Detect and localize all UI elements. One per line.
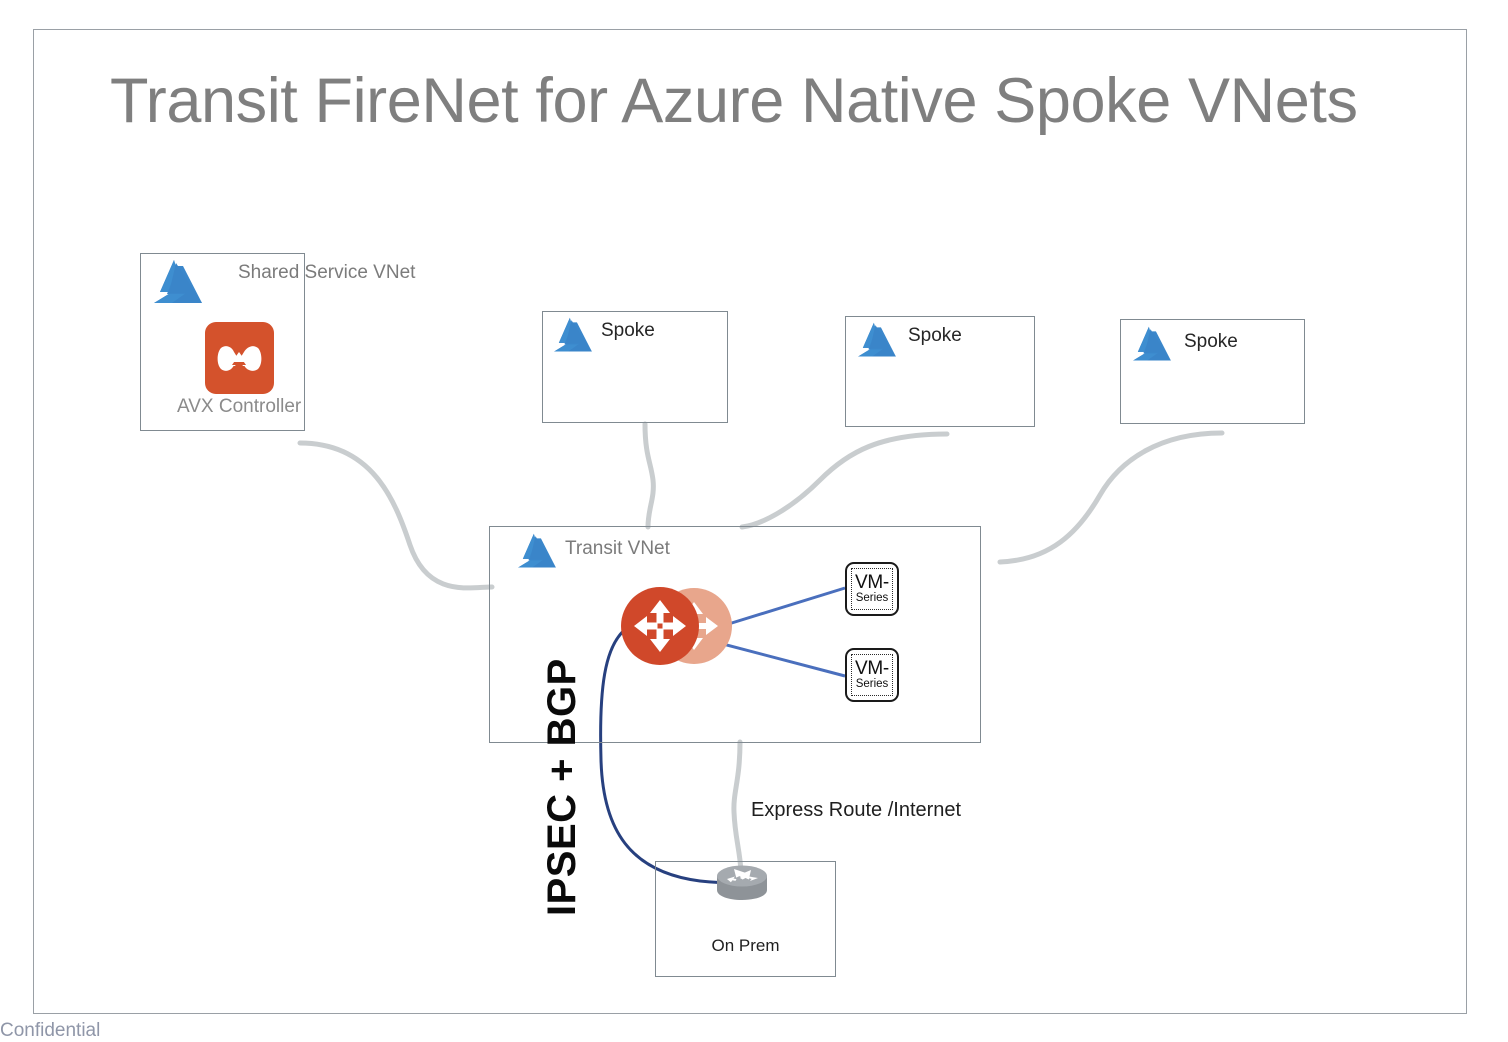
footer-confidential: Confidential [0, 1020, 101, 1041]
azure-logo-icon [154, 260, 202, 303]
router-four-way-arrows-icon-primary [621, 587, 699, 665]
avx-controller-tile[interactable] [205, 322, 274, 394]
transit-vnet-box[interactable] [489, 526, 981, 743]
spoke-vnet-box-2[interactable] [845, 316, 1035, 427]
spoke-vnet-label-1: Spoke [601, 320, 655, 341]
spoke-vnet-label-3: Spoke [1184, 331, 1238, 352]
spoke-vnet-box-3[interactable] [1120, 319, 1305, 424]
vm-series-appliance-2[interactable]: VM- Series [845, 648, 899, 702]
transit-gateway-pair[interactable] [620, 580, 738, 676]
page-title: Transit FireNet for Azure Native Spoke V… [110, 66, 1358, 136]
spoke-vnet-label-2: Spoke [908, 325, 962, 346]
avx-controller-caption: AVX Controller [177, 396, 302, 417]
vm-series-label-line2: Series [855, 678, 889, 691]
vm-series-label-line1: VM- [855, 658, 889, 680]
azure-logo-icon [1133, 326, 1171, 361]
vm-series-label-line2: Series [855, 592, 889, 605]
vm-series-label-line1: VM- [855, 572, 889, 594]
azure-logo-icon [554, 317, 592, 352]
transit-vnet-label: Transit VNet [565, 538, 670, 559]
express-route-label: Express Route /Internet [751, 799, 962, 821]
vm-series-appliance-1[interactable]: VM- Series [845, 562, 899, 616]
vm-series-inner-border-1: VM- Series [851, 568, 893, 610]
shared-service-vnet-label: Shared Service VNet [238, 262, 416, 283]
vm-series-inner-border-2: VM- Series [851, 654, 893, 696]
azure-logo-icon [518, 533, 556, 568]
aviatrix-logo-icon [217, 346, 262, 371]
azure-logo-icon [858, 322, 896, 357]
on-prem-label: On Prem [711, 936, 780, 955]
router-cylinder-icon [717, 865, 767, 900]
spoke-vnet-box-1[interactable] [542, 311, 728, 423]
ipsec-bgp-label: IPSEC + BGP [540, 658, 584, 916]
on-prem-box[interactable] [655, 861, 836, 977]
shared-service-vnet-box[interactable] [140, 253, 305, 431]
